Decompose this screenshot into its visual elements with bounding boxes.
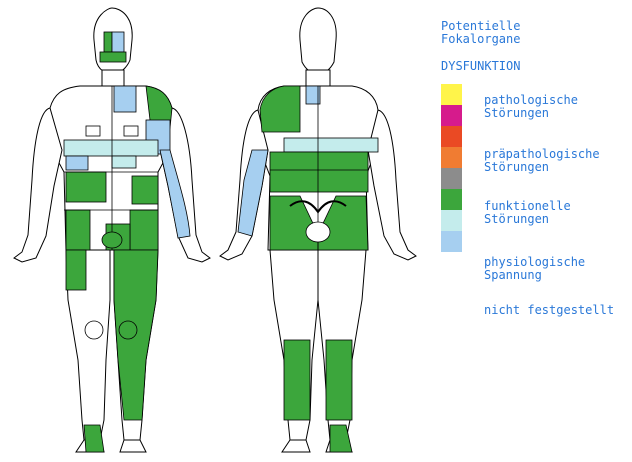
swatch-red bbox=[441, 126, 462, 147]
zone-jaw bbox=[100, 52, 126, 62]
swatch-magenta bbox=[441, 105, 462, 126]
front-arm-left bbox=[14, 108, 62, 262]
zone-back-shoulder-left bbox=[260, 86, 300, 132]
swatch-gray bbox=[441, 168, 462, 189]
front-neck bbox=[102, 70, 124, 86]
legend-title: Potentielle Fokalorgane bbox=[441, 20, 631, 46]
legend-entry-nicht-festgestellt: nicht festgestellt bbox=[484, 304, 614, 317]
back-neck bbox=[306, 70, 330, 86]
legend-subtitle: DYSFUNKTION bbox=[441, 60, 631, 73]
body-map-figure bbox=[0, 0, 420, 462]
zone-face-blue bbox=[112, 32, 124, 52]
swatch-teal bbox=[441, 210, 462, 231]
zone-abd-green-c bbox=[66, 210, 90, 250]
zone-foot-left-green bbox=[84, 425, 104, 452]
zone-abd-green-d bbox=[130, 210, 158, 250]
legend-entry-praepathologisch: präpathologische Störungen bbox=[484, 148, 600, 174]
zone-neck-blue bbox=[114, 86, 136, 112]
swatch-orange bbox=[441, 147, 462, 168]
zone-abd-green-a bbox=[66, 172, 106, 202]
zone-back-calf-right bbox=[326, 340, 352, 420]
zone-abd-green-b bbox=[132, 176, 158, 204]
zone-back-calf-left bbox=[284, 340, 310, 420]
back-head bbox=[300, 8, 336, 74]
swatch-green bbox=[441, 189, 462, 210]
back-arm-right bbox=[368, 110, 416, 260]
swatch-blue bbox=[441, 231, 462, 252]
zone-abd-blue-a bbox=[66, 156, 88, 170]
front-foot-right bbox=[120, 440, 146, 452]
swatch-yellow bbox=[441, 84, 462, 105]
zone-face-green bbox=[104, 32, 112, 52]
back-foot-left bbox=[282, 440, 310, 452]
zone-back-foot-right bbox=[330, 425, 352, 452]
legend-entry-pathologisch: pathologische Störungen bbox=[484, 94, 578, 120]
zone-back-lower-green-a bbox=[270, 152, 368, 192]
zone-thigh-left-green bbox=[66, 250, 86, 290]
legend: Potentielle Fokalorgane DYSFUNKTION path… bbox=[441, 20, 631, 73]
legend-swatch-column bbox=[441, 84, 462, 252]
zone-back-teal bbox=[284, 138, 378, 152]
legend-entry-funktionell: funktionelle Störungen bbox=[484, 200, 571, 226]
zone-abd-blue-b bbox=[112, 156, 136, 168]
legend-entry-physiologisch: physiologische Spannung bbox=[484, 256, 585, 282]
zone-chest-teal bbox=[64, 140, 158, 156]
